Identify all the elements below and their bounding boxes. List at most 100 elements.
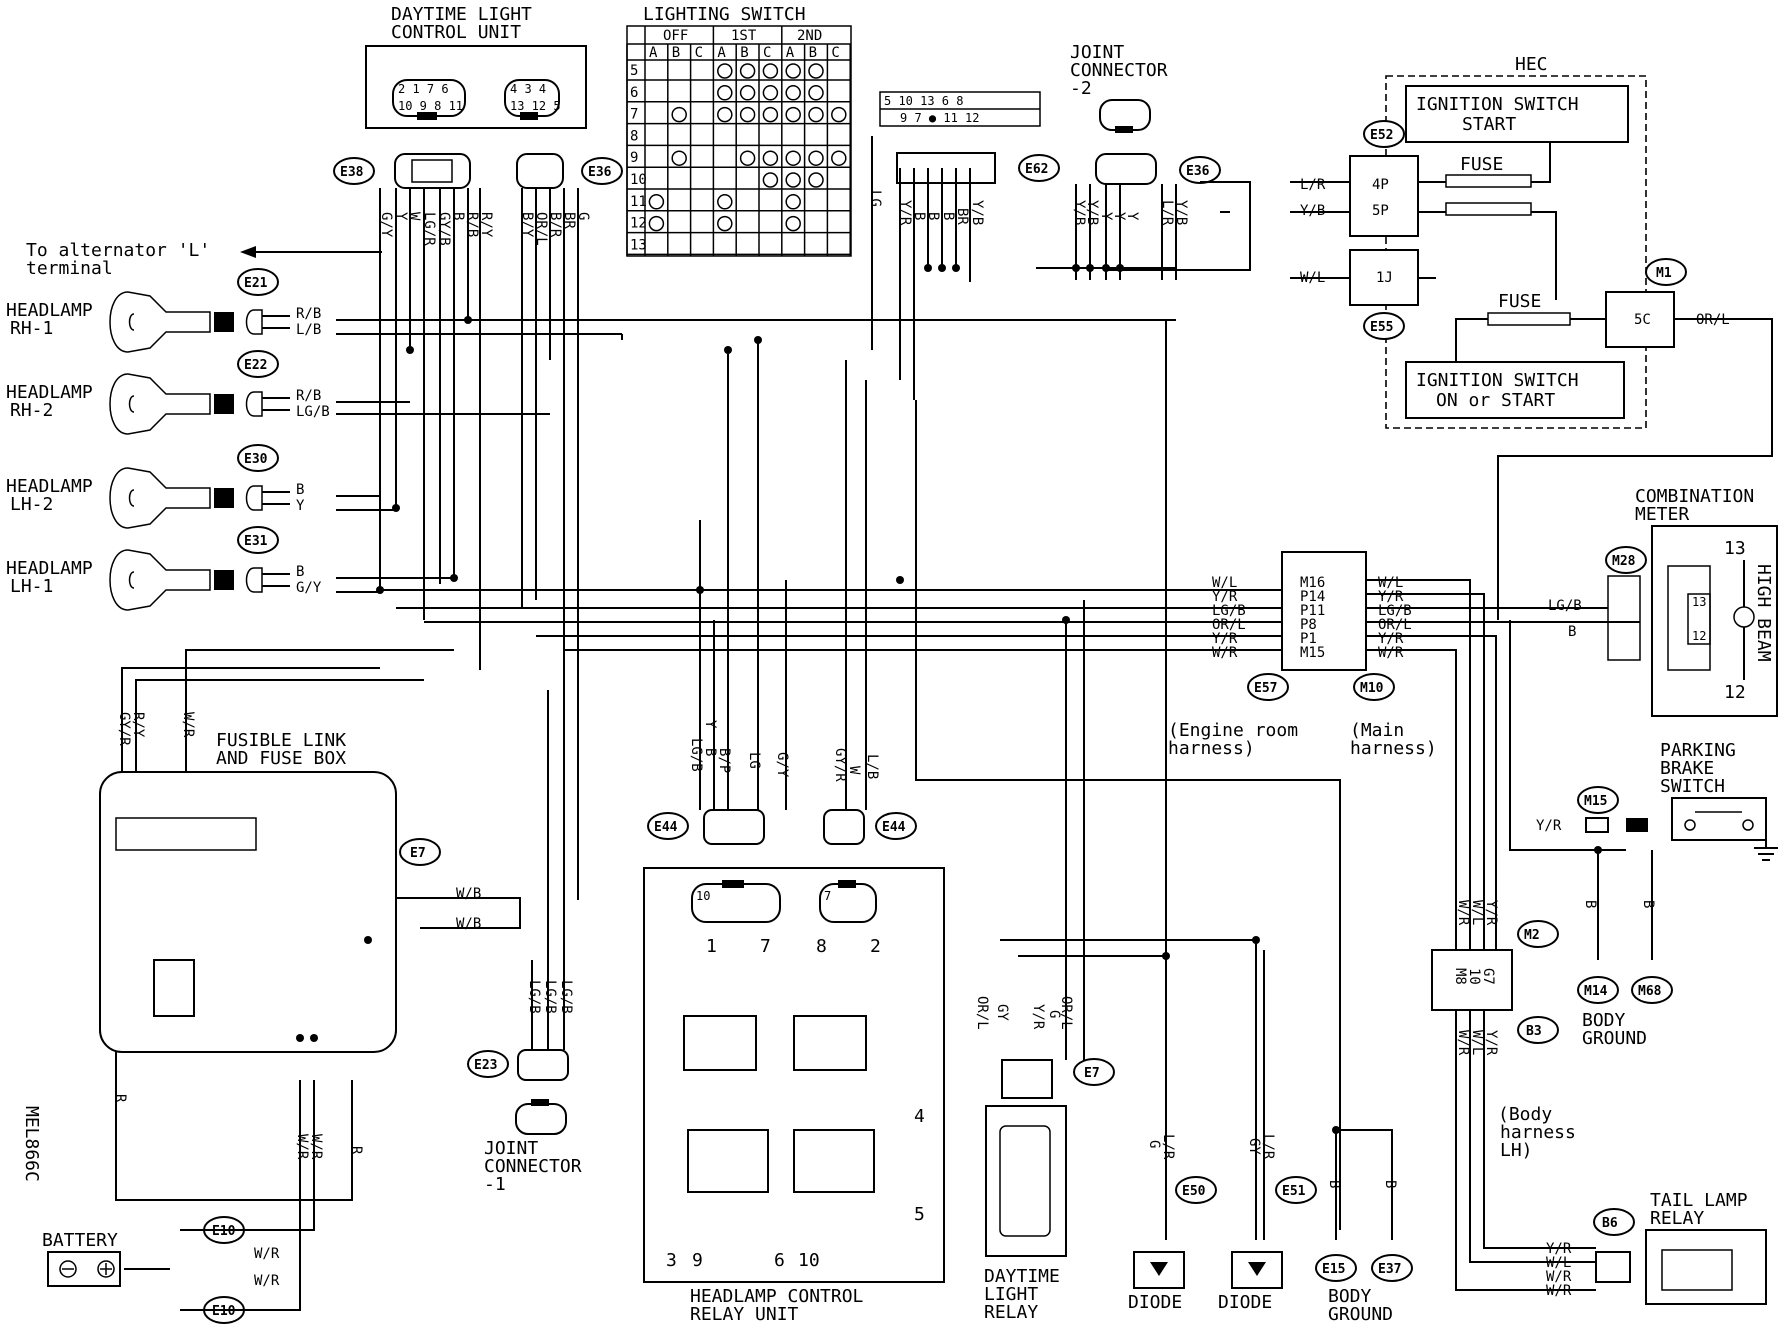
svg-text:R/Y: R/Y — [478, 212, 494, 238]
svg-text:HIGH BEAM: HIGH BEAM — [1753, 564, 1774, 662]
svg-text:G: G — [1146, 1140, 1162, 1148]
svg-text:W: W — [846, 766, 862, 775]
svg-text:W/R: W/R — [1378, 645, 1404, 661]
svg-text:W/R: W/R — [1455, 900, 1471, 926]
svg-text:HEADLAMP: HEADLAMP — [6, 382, 93, 403]
svg-text:E52: E52 — [1370, 128, 1393, 143]
ls-col-7: B — [809, 45, 817, 61]
svg-text:13: 13 — [1724, 538, 1746, 559]
svg-text:E15: E15 — [1322, 1262, 1345, 1277]
svg-text:G/Y: G/Y — [378, 212, 394, 238]
svg-text:P14: P14 — [1300, 589, 1325, 605]
svg-text:W/R: W/R — [254, 1273, 280, 1289]
svg-text:B: B — [925, 212, 941, 220]
svg-text:HEADLAMP: HEADLAMP — [6, 558, 93, 579]
ls-position-0: OFF — [663, 28, 688, 44]
diodes: L/R G L/R GY E50 E51 DIODE DIODE — [1128, 1134, 1317, 1313]
svg-text:M15: M15 — [1300, 645, 1325, 661]
alternator-ref: To alternator 'L' terminal — [26, 240, 382, 279]
svg-text:5C: 5C — [1634, 312, 1651, 328]
ls-row-8: 8 — [630, 128, 638, 144]
svg-text:E37: E37 — [1378, 1262, 1401, 1277]
svg-text:PARKING: PARKING — [1660, 740, 1736, 761]
svg-text:L/B: L/B — [296, 322, 321, 338]
joint-connector-2: JOINT CONNECTOR -2 E36 Y/B Y/B Y Y Y L/R… — [1070, 42, 1221, 226]
svg-text:E51: E51 — [1282, 1184, 1306, 1199]
svg-text:5P: 5P — [1372, 203, 1389, 219]
svg-text:RH-2: RH-2 — [10, 400, 53, 421]
svg-text:R: R — [348, 1146, 364, 1155]
svg-text:R/Y: R/Y — [130, 712, 146, 738]
svg-text:RELAY: RELAY — [984, 1302, 1038, 1323]
svg-text:Y: Y — [393, 212, 409, 221]
svg-text:P1: P1 — [1300, 631, 1317, 647]
svg-text:GROUND: GROUND — [1582, 1028, 1647, 1049]
svg-text:B6: B6 — [1602, 1216, 1618, 1231]
headlamps: HEADLAMPRH-1E21R/BL/BHEADLAMPRH-2E22R/BL… — [6, 268, 330, 611]
svg-text:GY/R: GY/R — [116, 712, 132, 746]
svg-text:HEADLAMP: HEADLAMP — [6, 300, 93, 321]
svg-text:E44: E44 — [654, 820, 678, 835]
svg-text:FUSIBLE LINK: FUSIBLE LINK — [216, 730, 346, 751]
svg-text:START: START — [1462, 114, 1516, 135]
ls-row-12: 12 — [630, 216, 647, 232]
svg-text:GY/B: GY/B — [436, 212, 452, 246]
svg-text:LG/B: LG/B — [526, 980, 542, 1014]
svg-text:E10: E10 — [212, 1224, 236, 1239]
svg-text:6: 6 — [774, 1250, 785, 1271]
svg-text:LG/B: LG/B — [558, 980, 574, 1014]
svg-text:10 9 8 11: 10 9 8 11 — [398, 99, 463, 113]
svg-text:JOINT: JOINT — [484, 1138, 538, 1159]
svg-text:B: B — [1640, 900, 1656, 908]
svg-text:harness): harness) — [1168, 738, 1255, 759]
svg-text:AND FUSE BOX: AND FUSE BOX — [216, 748, 346, 769]
svg-text:TAIL LAMP: TAIL LAMP — [1650, 1190, 1748, 1211]
svg-text:W/R: W/R — [180, 712, 196, 738]
svg-text:B: B — [940, 212, 956, 220]
svg-text:R/B: R/B — [296, 388, 321, 404]
svg-text:FUSE: FUSE — [1460, 154, 1503, 175]
svg-text:CONNECTOR: CONNECTOR — [1070, 60, 1168, 81]
svg-text:G: G — [1046, 1010, 1062, 1018]
svg-text:E36: E36 — [588, 165, 612, 180]
svg-text:Y/R: Y/R — [1483, 1030, 1499, 1056]
svg-text:RH-1: RH-1 — [10, 318, 53, 339]
svg-text:Y/R: Y/R — [1536, 818, 1562, 834]
svg-text:COMBINATION: COMBINATION — [1635, 486, 1754, 507]
svg-text:Y: Y — [1124, 212, 1140, 221]
svg-text:10: 10 — [798, 1250, 820, 1271]
svg-text:M28: M28 — [1612, 554, 1636, 569]
svg-text:M1: M1 — [1656, 266, 1672, 281]
svg-text:G7: G7 — [1480, 968, 1496, 985]
svg-text:8: 8 — [816, 936, 827, 957]
svg-text:L/B: L/B — [864, 754, 880, 779]
diagram-code: MEL866C — [21, 1106, 42, 1182]
body-ground-m: B B M14 M68 BODY GROUND — [1577, 900, 1673, 1049]
svg-text:W/L: W/L — [1469, 900, 1485, 925]
svg-text:Y/R: Y/R — [1212, 589, 1238, 605]
ls-col-2: C — [695, 45, 703, 61]
svg-text:W/R: W/R — [254, 1246, 280, 1262]
svg-text:13 12 5: 13 12 5 — [510, 99, 561, 113]
svg-text:M68: M68 — [1638, 984, 1662, 999]
svg-text:BATTERY: BATTERY — [42, 1230, 118, 1251]
svg-text:E38: E38 — [340, 165, 364, 180]
svg-text:G/Y: G/Y — [296, 580, 322, 596]
svg-text:B: B — [450, 212, 466, 220]
svg-text:E57: E57 — [1254, 681, 1277, 696]
svg-text:2 1 7 6: 2 1 7 6 — [398, 82, 449, 96]
svg-text:FUSE: FUSE — [1498, 291, 1541, 312]
svg-text:B: B — [702, 748, 718, 756]
daytime-light-control-unit: DAYTIME LIGHT CONTROL UNIT 2 1 7 6 10 9 … — [365, 4, 587, 129]
ls-row-5: 5 — [630, 63, 638, 79]
svg-text:W/L: W/L — [1469, 1030, 1485, 1055]
svg-text:HEADLAMP: HEADLAMP — [6, 476, 93, 497]
svg-text:GY: GY — [1246, 1138, 1262, 1155]
svg-text:L/R: L/R — [1160, 1134, 1176, 1160]
svg-text:1J: 1J — [1376, 270, 1393, 286]
svg-text:P11: P11 — [1300, 603, 1325, 619]
svg-text:G: G — [575, 212, 591, 220]
svg-text:W/R: W/R — [1455, 1030, 1471, 1056]
